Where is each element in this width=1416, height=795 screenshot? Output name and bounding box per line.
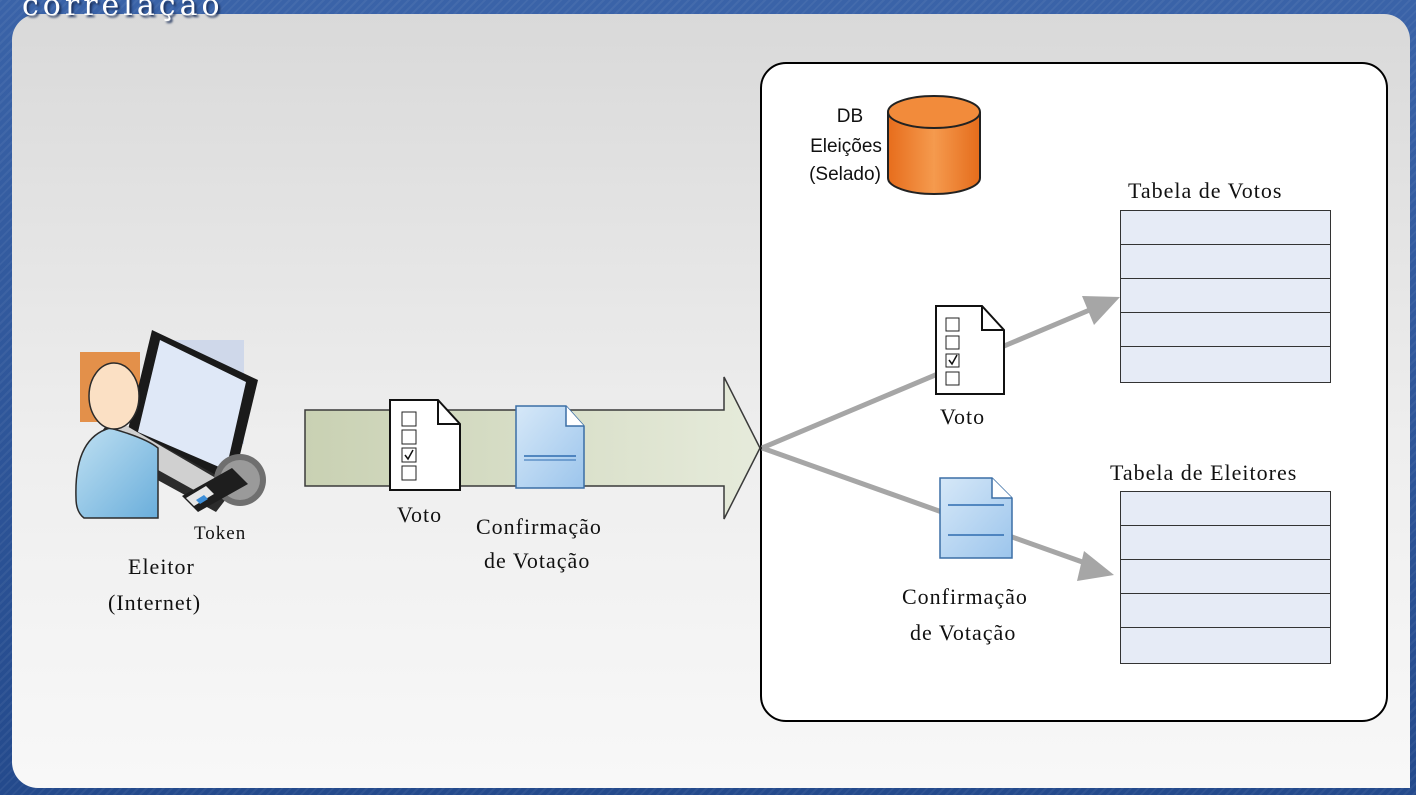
table-row [1121,245,1330,279]
db-vote-label: Voto [940,404,986,429]
voters-table [1120,491,1331,664]
table-row [1121,347,1330,381]
db-name-line2: Eleições [810,136,882,157]
db-confirmation-document-icon [939,477,1013,559]
table-row [1121,594,1330,628]
token-icon [182,454,266,512]
table-row [1121,313,1330,347]
table-row [1121,211,1330,245]
token-label: Token [194,523,247,544]
db-name-line3: (Selado) [809,164,881,185]
db-vote-document-icon [935,305,1005,395]
votes-table-title: Tabela de Votos [1128,178,1283,203]
db-confirmation-label-line2: de Votação [910,620,1017,645]
voter-icon [75,330,266,519]
table-row [1121,628,1330,662]
slide-title: correlação [22,0,224,23]
votes-table [1120,210,1331,383]
voters-table-title: Tabela de Eleitores [1110,460,1298,485]
db-name-line1: DB [836,106,864,127]
voter-name-label: Eleitor [128,554,195,579]
db-confirmation-label-line1: Confirmação [902,584,1028,609]
table-row [1121,526,1330,560]
vote-label: Voto [397,502,443,527]
vote-document-icon [389,399,461,491]
table-row [1121,492,1330,526]
table-row [1121,279,1330,313]
confirmation-label-line2: de Votação [484,548,591,573]
table-row [1121,560,1330,594]
database-cylinder-icon [887,95,981,195]
connector-to-voters-table [761,445,1114,581]
confirmation-document-icon [515,405,585,489]
confirmation-label-line1: Confirmação [476,514,602,539]
voter-channel-label: (Internet) [108,590,202,615]
connector-to-votes-table [761,296,1120,451]
